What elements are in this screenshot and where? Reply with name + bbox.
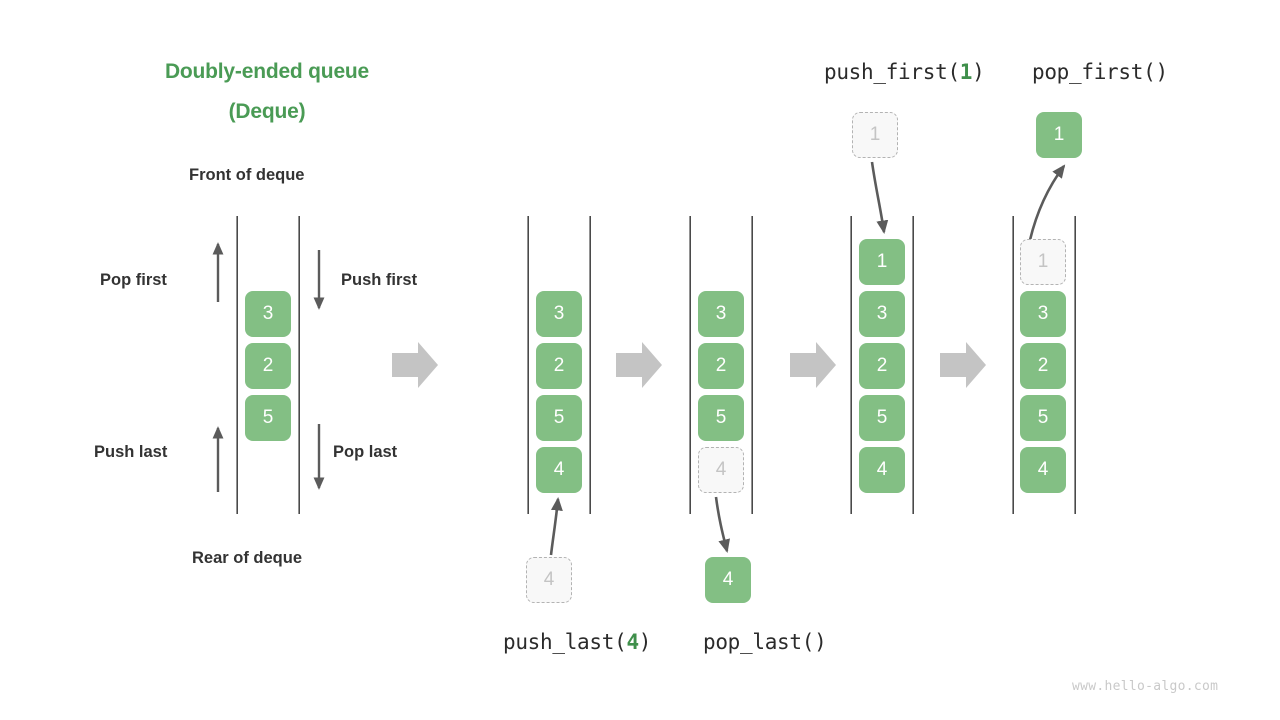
page-title-line-1: Doubly-ended queue [164, 60, 370, 83]
deque-item[interactable]: 5 [536, 395, 582, 441]
pop-first-flow-arrow [1028, 164, 1066, 241]
deque-item[interactable]: 5 [859, 395, 905, 441]
pop-last-open-paren: ( [801, 630, 815, 654]
deque-item[interactable]: 1 [859, 239, 905, 285]
step-arrow-4 [940, 342, 986, 388]
push-first-label: Push first [341, 271, 418, 289]
pop-last-close-paren: ) [814, 630, 827, 654]
deque-item[interactable]: 3 [1020, 291, 1066, 337]
deque-item[interactable]: 2 [536, 343, 582, 389]
pop-first-label: Pop first [100, 271, 167, 289]
push-last-fn-name: push_last [503, 630, 615, 654]
front-of-deque-label: Front of deque [189, 166, 305, 184]
deque-item[interactable]: 4 [536, 447, 582, 493]
push-last-arg: 4 [626, 630, 639, 654]
push-first-fn-name: push_first [824, 60, 948, 84]
deque-item[interactable]: 3 [859, 291, 905, 337]
push-last-open-paren: ( [614, 630, 627, 654]
popped-first-ghost-box[interactable]: 1 [1020, 239, 1066, 285]
popped-last-ghost-box[interactable]: 4 [698, 447, 744, 493]
pop-last-caption: pop_last() [703, 630, 827, 654]
step-arrow-3 [790, 342, 836, 388]
pop-last-label: Pop last [333, 443, 398, 461]
pop-first-result-box[interactable]: 1 [1036, 112, 1082, 158]
deque-item[interactable]: 2 [1020, 343, 1066, 389]
deque-item[interactable]: 2 [698, 343, 744, 389]
push-first-close-paren: ) [972, 60, 985, 84]
pop-first-caption: pop_first() [1032, 60, 1168, 84]
push-last-flow-arrow [549, 496, 563, 556]
deque-item[interactable]: 3 [245, 291, 291, 337]
push-first-source-box[interactable]: 1 [852, 112, 898, 158]
page-title-line-2: (Deque) [228, 100, 306, 123]
deque-item[interactable]: 5 [1020, 395, 1066, 441]
deque-item[interactable]: 4 [1020, 447, 1066, 493]
push-last-label: Push last [94, 443, 168, 461]
push-first-flow-arrow [870, 161, 889, 235]
pop-first-fn-name: pop_first [1032, 60, 1144, 84]
deque-item[interactable]: 3 [536, 291, 582, 337]
push-last-source-box[interactable]: 4 [526, 557, 572, 603]
deque-item[interactable]: 2 [859, 343, 905, 389]
push-first-caption: push_first(1) [824, 60, 985, 84]
deque-item[interactable]: 2 [245, 343, 291, 389]
deque-item[interactable]: 5 [698, 395, 744, 441]
pop-first-close-paren: ) [1155, 60, 1168, 84]
push-first-open-paren: ( [947, 60, 960, 84]
push-first-arg: 1 [959, 60, 973, 84]
push-last-close-paren: ) [638, 630, 652, 654]
watermark: www.hello-algo.com [1072, 679, 1219, 694]
deque-item[interactable]: 5 [245, 395, 291, 441]
pop-last-result-box[interactable]: 4 [705, 557, 751, 603]
pop-last-flow-arrow [714, 496, 730, 553]
deque-item[interactable]: 4 [859, 447, 905, 493]
push-last-caption: push_last(4) [503, 630, 651, 654]
deque-item[interactable]: 3 [698, 291, 744, 337]
rear-of-deque-label: Rear of deque [192, 549, 303, 567]
pop-first-open-paren: ( [1143, 60, 1156, 84]
step-arrow-1 [392, 342, 438, 388]
step-arrow-2 [616, 342, 662, 388]
pop-last-fn-name: pop_last [703, 630, 802, 654]
